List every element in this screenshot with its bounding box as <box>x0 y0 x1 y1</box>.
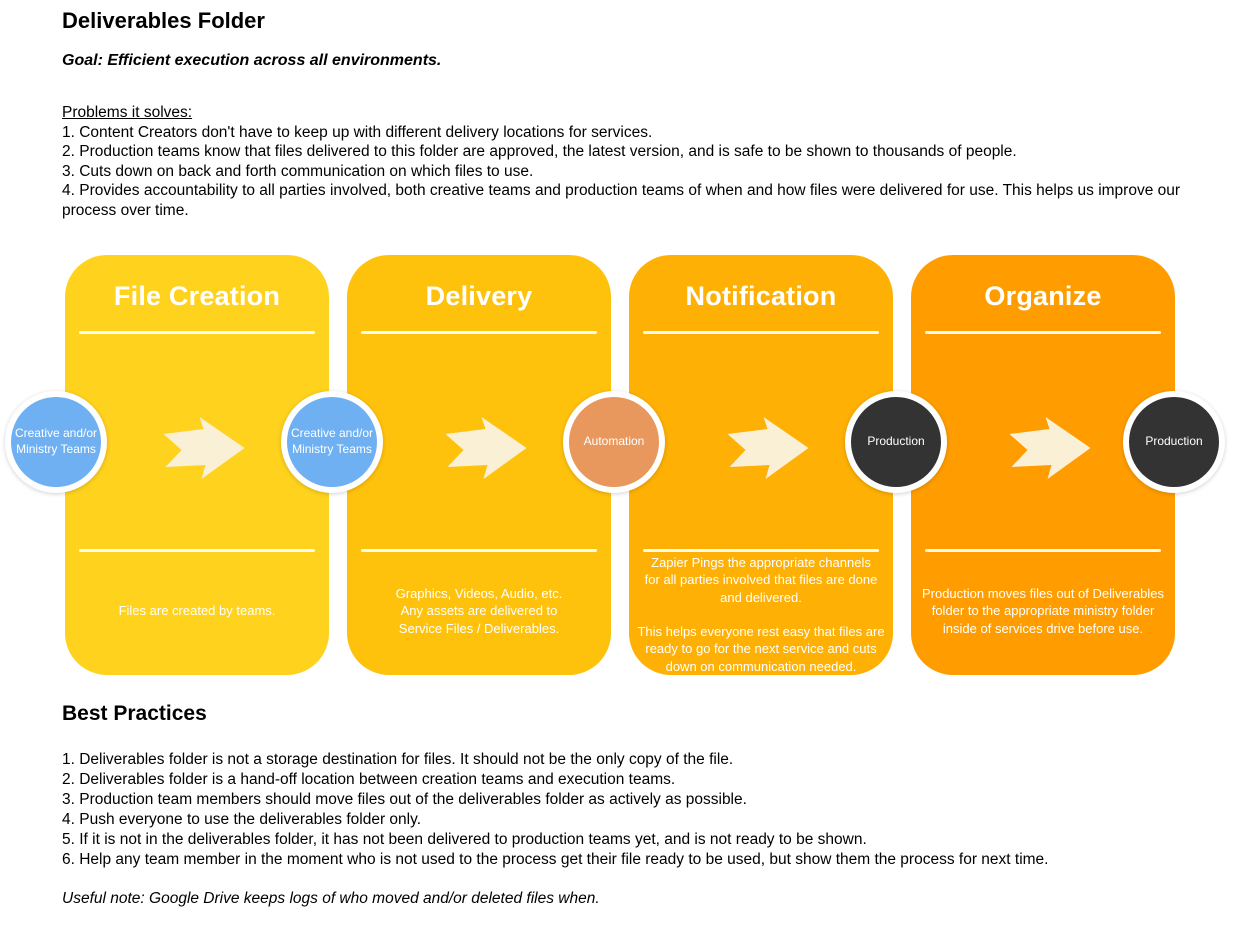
card-file-creation: File Creation Files are created by teams… <box>65 255 329 675</box>
node-creative-ministry-teams: Creative and/or Ministry Teams <box>5 391 107 493</box>
best-practice-item: 4. Push everyone to use the deliverables… <box>62 811 422 828</box>
card-description: Graphics, Videos, Audio, etc. Any assets… <box>395 586 563 636</box>
divider-line <box>361 331 597 334</box>
problem-item: 1. Content Creators don't have to keep u… <box>62 123 653 141</box>
card-description: Production moves files out of Deliverabl… <box>921 586 1165 636</box>
arrow-right-icon <box>163 417 245 479</box>
node-production: Production <box>1123 391 1225 493</box>
goal-statement: Goal: Efficient execution across all env… <box>62 52 442 69</box>
best-practice-item: 2. Deliverables folder is a hand-off loc… <box>62 771 676 788</box>
card-delivery: Delivery Graphics, Videos, Audio, etc. A… <box>347 255 611 675</box>
best-practice-item: 5. If it is not in the deliverables fold… <box>62 831 867 848</box>
best-practices-section: Best Practices 1. Deliverables folder is… <box>62 702 1194 908</box>
best-practice-item: 6. Help any team member in the moment wh… <box>62 851 1049 868</box>
page-title: Deliverables Folder <box>62 8 265 33</box>
arrow-right-icon <box>445 417 527 479</box>
node-production: Production <box>845 391 947 493</box>
arrow-right-icon <box>1009 417 1091 479</box>
card-notification: Notification Zapier Pings the appropriat… <box>629 255 893 675</box>
card-organize: Organize Production moves files out of D… <box>911 255 1175 675</box>
best-practice-item: 1. Deliverables folder is not a storage … <box>62 751 734 768</box>
divider-line <box>643 331 879 334</box>
card-title: Delivery <box>425 281 533 311</box>
card-title: Organize <box>984 281 1102 311</box>
divider-line <box>79 331 315 334</box>
arrow-right-icon <box>727 417 809 479</box>
problems-heading: Problems it solves: <box>62 104 193 121</box>
card-title: Notification <box>685 281 837 311</box>
divider-line <box>643 549 879 552</box>
problem-item: 4. Provides accountability to all partie… <box>62 182 1181 219</box>
best-practice-item: 3. Production team members should move f… <box>62 791 747 808</box>
card-description: Files are created by teams. <box>118 603 276 619</box>
problem-item: 2. Production teams know that files deli… <box>62 143 1017 160</box>
node-label: Production <box>1145 434 1203 449</box>
workflow-diagram: File Creation Files are created by teams… <box>0 255 1241 675</box>
card-title: File Creation <box>113 281 281 311</box>
node-label: Production <box>867 434 925 449</box>
card-description: Zapier Pings the appropriate channels fo… <box>637 555 885 674</box>
useful-note: Useful note: Google Drive keeps logs of … <box>62 890 600 907</box>
problems-section: Problems it solves: 1. Content Creators … <box>62 103 1184 220</box>
node-label: Creative and/or Ministry Teams <box>290 426 374 456</box>
divider-line <box>925 331 1161 334</box>
divider-line <box>361 549 597 552</box>
node-creative-ministry-teams: Creative and/or Ministry Teams <box>281 391 383 493</box>
node-automation: Automation <box>563 391 665 493</box>
divider-line <box>79 549 315 552</box>
divider-line <box>925 549 1161 552</box>
problem-item: 3. Cuts down on back and forth communica… <box>62 162 534 180</box>
node-label: Automation <box>583 434 645 449</box>
node-label: Creative and/or Ministry Teams <box>14 426 98 456</box>
best-practices-heading: Best Practices <box>62 702 207 725</box>
